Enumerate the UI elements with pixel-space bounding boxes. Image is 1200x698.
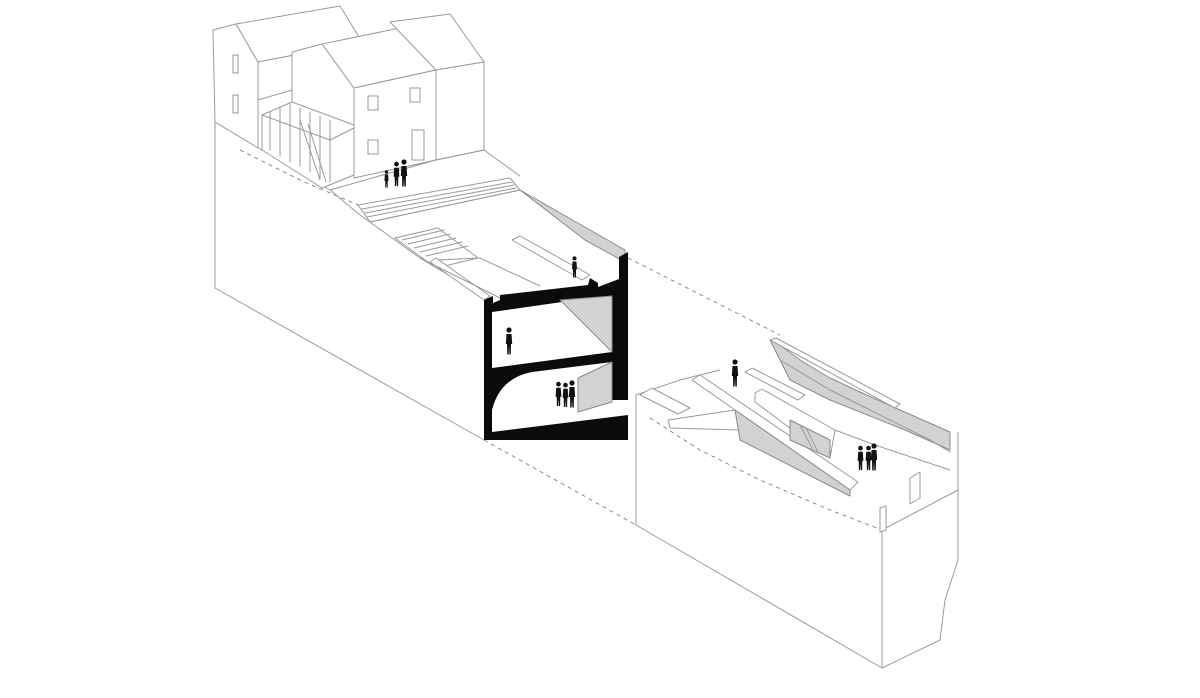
person-figure-icon: [562, 382, 569, 408]
person-figure-icon: [568, 380, 576, 408]
upper-terraces: [329, 149, 626, 301]
dashed-ground-lines: [483, 257, 781, 526]
person-figure-icon: [505, 327, 513, 355]
person-figure-icon: [865, 445, 872, 471]
person-figure-icon: [384, 170, 389, 188]
person-figure-icon: [870, 443, 878, 471]
person-figure-icon: [731, 359, 739, 387]
lower-terraces: [639, 337, 951, 533]
person-figure-icon: [857, 445, 864, 471]
person-figure-icon: [555, 381, 562, 407]
section-cut: [484, 252, 628, 440]
houses: [212, 5, 485, 189]
